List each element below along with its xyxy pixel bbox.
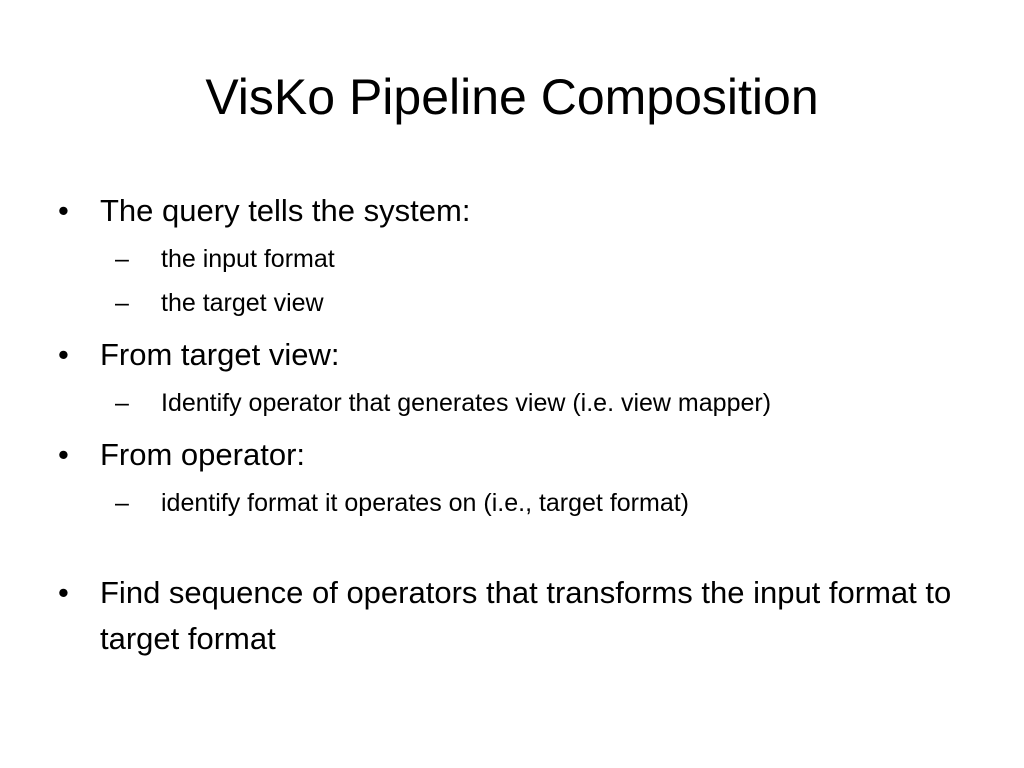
sub-bullet-item: – Identify operator that generates view …	[115, 384, 978, 422]
sub-bullet-list: – Identify operator that generates view …	[100, 384, 978, 422]
bullet-item: • Find sequence of operators that transf…	[58, 570, 978, 662]
slide-title: VisKo Pipeline Composition	[205, 69, 819, 125]
bullet-marker: •	[58, 437, 69, 472]
bullet-text: From operator:	[100, 437, 306, 472]
sub-bullet-item: – identify format it operates on (i.e., …	[115, 484, 978, 522]
bullet-marker: •	[58, 337, 69, 372]
sub-bullet-text: the target view	[161, 289, 324, 317]
bullet-item: • From operator: – identify format it op…	[58, 432, 978, 522]
sub-bullet-item: – the target view	[115, 284, 978, 322]
bullet-item: • From target view: – Identify operator …	[58, 332, 978, 422]
sub-bullet-marker: –	[115, 245, 129, 273]
bullet-text: The query tells the system:	[100, 193, 471, 228]
bullet-item: • The query tells the system: – the inpu…	[58, 188, 978, 322]
bullet-text: From target view:	[100, 337, 340, 372]
bullet-text: Find sequence of operators that transfor…	[100, 575, 952, 656]
sub-bullet-list: – identify format it operates on (i.e., …	[100, 484, 978, 522]
sub-bullet-marker: –	[115, 389, 129, 417]
sub-bullet-text: Identify operator that generates view (i…	[161, 389, 772, 417]
bullet-marker: •	[58, 193, 69, 228]
bullet-list: • The query tells the system: – the inpu…	[58, 188, 978, 672]
sub-bullet-text: the input format	[161, 245, 335, 273]
sub-bullet-item: – the input format	[115, 240, 978, 278]
bullet-marker: •	[58, 575, 69, 610]
sub-bullet-text: identify format it operates on (i.e., ta…	[161, 489, 690, 517]
sub-bullet-marker: –	[115, 489, 129, 517]
sub-bullet-marker: –	[115, 289, 129, 317]
sub-bullet-list: – the input format – the target view	[100, 240, 978, 322]
